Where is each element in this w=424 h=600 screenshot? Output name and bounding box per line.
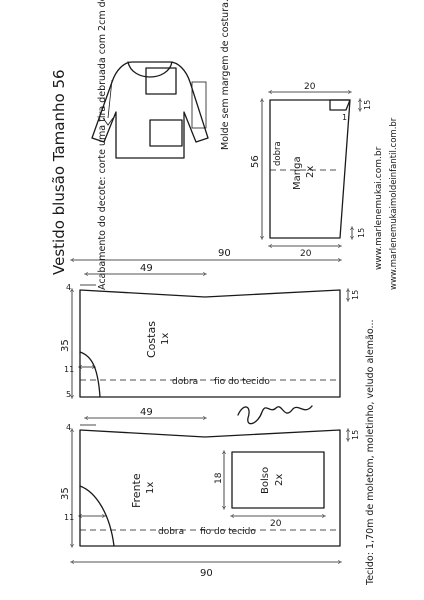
front-grain-label: fio do tecido: [200, 527, 256, 537]
front-name: Frente: [130, 473, 143, 508]
front-neck-4: 4: [66, 423, 71, 432]
back-side-15: 15: [351, 290, 360, 300]
back-neck-11: 11: [64, 365, 74, 374]
pocket-name: Bolso: [260, 467, 271, 494]
back-shoulder-49: 49: [140, 263, 153, 274]
sleeve-note: Molde sem margem de costura.: [220, 0, 231, 150]
back-qty: 1x: [160, 333, 171, 345]
front-side-15: 15: [351, 430, 360, 440]
sleeve-piece: [262, 92, 360, 246]
sleeve-length: 56: [250, 155, 261, 168]
front-piece: [72, 418, 348, 562]
back-neck-5: 5: [66, 390, 71, 399]
sleeve-fold-label: dobra: [273, 141, 283, 166]
neckline-note: Acabamento do decote: corte uma tira deb…: [97, 0, 108, 290]
fabric-note: Tecido: 1,70m de moletom, moletinho, vel…: [365, 319, 376, 586]
website-2: www.marlenemukaimoldeinfantil.com.br: [389, 117, 399, 290]
pocket-qty: 2x: [274, 474, 285, 486]
back-length-35: 35: [60, 339, 71, 352]
top-width-90: 90: [218, 248, 231, 259]
pocket-height-18: 18: [214, 472, 224, 484]
back-name: Costas: [145, 321, 158, 358]
bottom-width-90: 90: [200, 568, 213, 579]
sleeve-qty: 2x: [305, 166, 316, 178]
sleeve-cap-height: 15: [363, 100, 372, 110]
dress-sketch: [91, 61, 209, 159]
front-qty: 1x: [145, 482, 156, 494]
sleeve-hem-height: 15: [357, 228, 366, 238]
sleeve-top-width: 20: [304, 82, 316, 92]
back-piece: [72, 274, 348, 397]
signature: [237, 405, 313, 425]
front-neck-11: 11: [64, 513, 74, 522]
sleeve-one: 1: [342, 113, 347, 122]
pocket-width-20: 20: [270, 519, 282, 529]
page-title: Vestido blusão Tamanho 56: [50, 69, 68, 275]
front-shoulder-49: 49: [140, 407, 153, 418]
back-grain-label: fio do tecido: [214, 377, 270, 387]
sleeve-bottom-width: 20: [300, 249, 312, 259]
pocket-piece: [224, 452, 324, 516]
back-fold-label: dobra: [172, 377, 198, 387]
sleeve-name: Manga: [292, 156, 303, 190]
front-fold-label: dobra: [158, 527, 184, 537]
front-length-35: 35: [60, 487, 71, 500]
website-1: www.marlenemukai.com.br: [374, 146, 384, 270]
back-neck-4: 4: [66, 283, 71, 292]
